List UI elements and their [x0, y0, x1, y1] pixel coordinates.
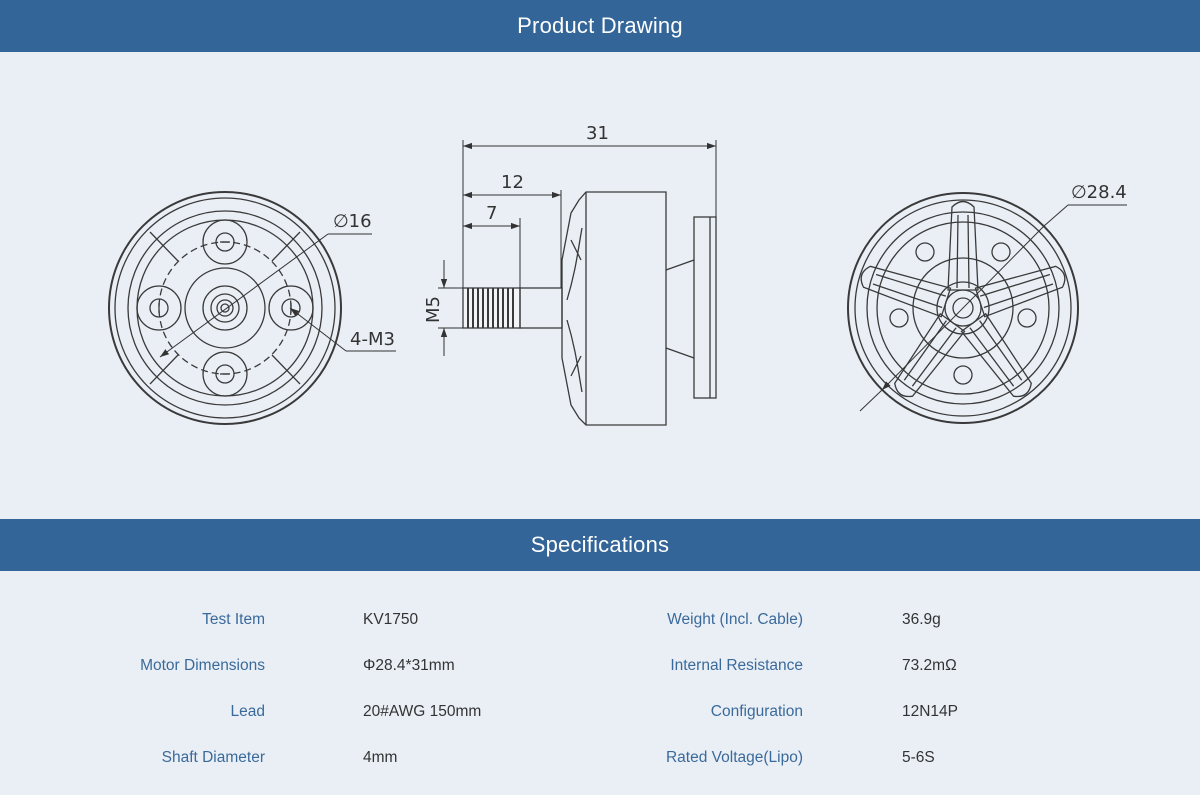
spec-label: Rated Voltage(Lipo) [665, 749, 803, 766]
motor-bottom-view [108, 191, 342, 425]
spec-label: Test Item [202, 611, 265, 628]
dimension-31-label: 31 [586, 123, 609, 144]
dimension-284-leader [859, 204, 1127, 412]
spec-label: Internal Resistance [670, 657, 803, 674]
dimension-7-label: 7 [486, 203, 497, 224]
spec-label: Lead [230, 703, 265, 720]
product-drawing-title: Product Drawing [517, 13, 683, 38]
product-drawing-header: Product Drawing [0, 0, 1200, 52]
dimension-4m3-leader [289, 307, 396, 352]
dimension-16-label: ∅16 [333, 211, 372, 232]
dimension-m5-label: M5 [423, 296, 444, 323]
spec-value: 4mm [363, 749, 398, 766]
motor-side-view [462, 191, 717, 426]
specifications-title: Specifications [530, 532, 670, 557]
spec-row: Lead 20#AWG 150mm Configuration 12N14P [0, 689, 1200, 735]
spec-value: 73.2mΩ [902, 657, 957, 674]
spec-row: Motor Dimensions Φ28.4*31mm Internal Res… [0, 643, 1200, 689]
side-view-dimensions [438, 140, 717, 356]
dimension-16-leader [159, 233, 372, 358]
spec-label: Shaft Diameter [161, 749, 265, 766]
dimension-4m3-label: 4-M3 [350, 329, 395, 350]
spec-value: 36.9g [902, 611, 941, 628]
spec-value: 20#AWG 150mm [363, 703, 482, 720]
dimension-12-label: 12 [501, 172, 524, 193]
spec-value: 5-6S [902, 749, 935, 766]
specifications-table: Test Item KV1750 Weight (Incl. Cable) 36… [0, 571, 1200, 795]
dimension-284-label: ∅28.4 [1071, 182, 1127, 203]
technical-drawing: ∅16 4-M3 [108, 123, 1127, 426]
specifications-header: Specifications [0, 519, 1200, 571]
spec-value: 12N14P [902, 703, 959, 720]
product-drawing: ∅16 4-M3 [0, 52, 1200, 519]
spec-label: Weight (Incl. Cable) [667, 611, 803, 628]
spec-label: Configuration [710, 703, 803, 720]
spec-value: KV1750 [363, 611, 419, 628]
motor-top-view [847, 192, 1079, 424]
spec-label: Motor Dimensions [140, 657, 265, 674]
spec-row: Test Item KV1750 Weight (Incl. Cable) 36… [0, 597, 1200, 643]
spec-value: Φ28.4*31mm [363, 657, 455, 674]
spec-row: Shaft Diameter 4mm Rated Voltage(Lipo) 5… [0, 735, 1200, 781]
